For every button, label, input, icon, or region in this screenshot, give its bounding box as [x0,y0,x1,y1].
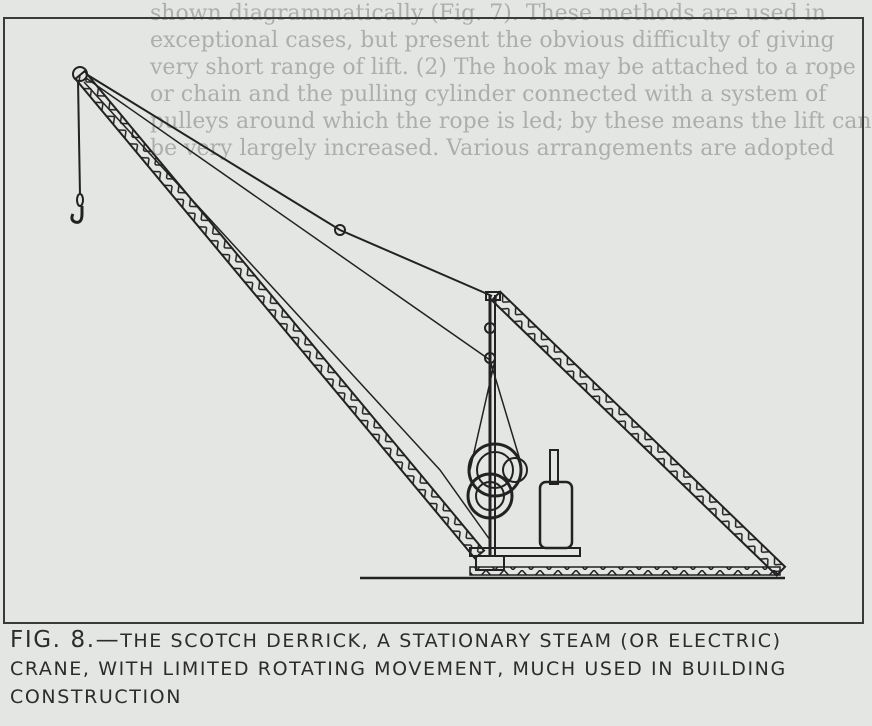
bleed-line: very short range of lift. (2) The hook m… [150,55,856,80]
bleed-line: exceptional cases, but present the obvio… [150,28,835,53]
bleed-line: or chain and the pulling cylinder connec… [150,82,827,107]
bleed-through-text: shown diagrammatically (Fig. 7). These m… [150,0,872,162]
figure-frame [3,17,864,624]
caption-prefix: Fig. 8.— [10,627,121,653]
figure-caption: Fig. 8.—The scotch derrick, a stationary… [10,626,866,711]
ground-sill [469,566,781,576]
bleed-line: be very largely increased. Various arran… [150,136,835,161]
boiler [538,480,574,550]
main-boom [73,69,486,560]
bleed-line: shown diagrammatically (Fig. 7). These m… [150,1,826,26]
hook-icon [70,206,84,224]
back-leg [490,290,787,577]
bleed-line: pulleys around which the rope is led; by… [150,109,872,134]
winch-gear-icon [467,442,523,498]
caption-text: The scotch derrick, a stationary steam (… [10,630,787,708]
